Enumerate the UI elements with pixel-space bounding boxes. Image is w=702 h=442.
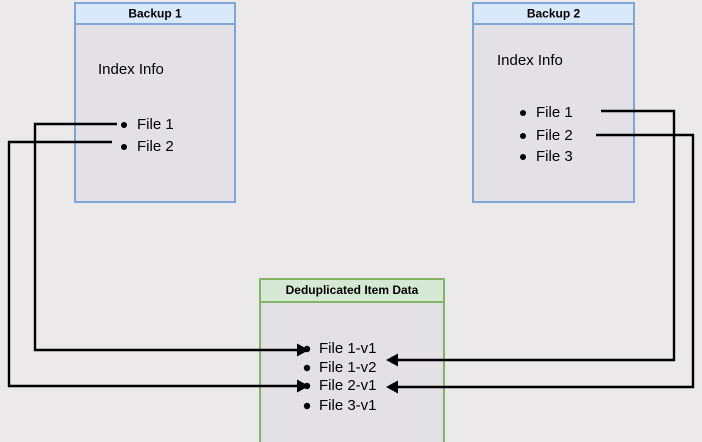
backup1-title: Backup 1: [128, 7, 182, 21]
backup1-item-file1[interactable]: File 1: [137, 116, 174, 133]
backup2-bullet-0: [520, 110, 526, 116]
backup2-box-body: [472, 2, 635, 203]
connector-backup1-file2-to-file2v1: [7, 140, 309, 393]
dedup-item-file3v1[interactable]: File 3-v1: [319, 397, 377, 414]
backup2-item-file2[interactable]: File 2: [536, 127, 573, 144]
arrowhead-icon: [297, 379, 309, 393]
backup2-subtitle: Index Info: [497, 52, 563, 69]
backup2-item-file3[interactable]: File 3: [536, 148, 573, 165]
dedup-bullet-1: [303, 364, 311, 372]
backup2-title: Backup 2: [527, 7, 581, 21]
backup1-bullet-1: [121, 144, 127, 150]
arrowhead-icon: [297, 343, 309, 357]
dedup-item-file2v1[interactable]: File 2-v1: [319, 377, 377, 394]
backup2-bullet-2: [520, 154, 526, 160]
connector-backup1-file1-to-file1v1: [33, 122, 309, 357]
backup2-header-bar: [472, 2, 635, 25]
connector-backup2-file1-to-file1v2: [386, 109, 676, 367]
backup1-subtitle: Index Info: [98, 61, 164, 78]
dedup-bullet-3: [303, 402, 311, 410]
backup1-box[interactable]: Backup 1 Index Info File 1 File 2: [74, 2, 236, 203]
dedup-header-bar: [259, 278, 445, 303]
arrowhead-icon: [386, 380, 398, 394]
backup1-box-body: [74, 2, 236, 203]
dedup-item-file1v2[interactable]: File 1-v2: [319, 359, 377, 376]
backup1-bullet-0: [121, 122, 127, 128]
backup2-item-file1[interactable]: File 1: [536, 104, 573, 121]
dedup-item-file1v1[interactable]: File 1-v1: [319, 340, 377, 357]
backup1-item-file2[interactable]: File 2: [137, 138, 174, 155]
connector-backup2-file2-to-file2v1: [386, 133, 695, 394]
dedup-title: Deduplicated Item Data: [286, 283, 419, 297]
backup2-box[interactable]: Backup 2 Index Info File 1 File 2 File 3: [472, 2, 635, 203]
arrowhead-icon: [386, 353, 398, 367]
backup2-bullet-1: [520, 133, 526, 139]
backup1-header-bar: [74, 2, 236, 25]
